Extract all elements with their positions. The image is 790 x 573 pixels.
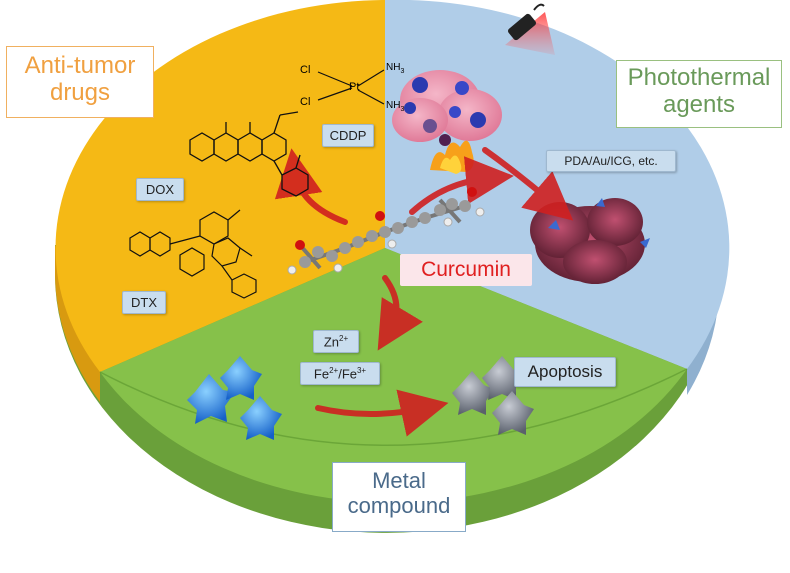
cisplatin-nh3-top: NH3: [386, 62, 404, 75]
docetaxel-structure: [129, 209, 257, 299]
tag-fe2-charge: 2+: [329, 366, 339, 375]
label-metal-line1: Metal: [372, 468, 426, 493]
cisplatin-pt: Pt: [349, 81, 360, 93]
cisplatin-sub-bottom: 3: [400, 106, 405, 113]
label-anti-tumor-line2: drugs: [49, 78, 111, 106]
tag-photothermal-agents-list: PDA/Au/ICG, etc.: [546, 150, 676, 172]
label-curcumin: Curcumin: [400, 254, 532, 286]
cisplatin-structure: [317, 69, 385, 105]
tag-dox: DOX: [136, 178, 184, 201]
tag-cddp: CDDP: [322, 124, 374, 147]
label-anti-tumor-drugs: Anti-tumor drugs: [6, 46, 154, 118]
tag-zn-charge: 2+: [339, 334, 349, 343]
tag-fe3-symbol: Fe: [341, 366, 357, 382]
arrow-icon: [274, 147, 574, 437]
cell-cluster-icon: [392, 70, 502, 146]
apoptotic-cell-icon: [452, 356, 534, 435]
label-metal-line2: compound: [347, 492, 451, 518]
cisplatin-sub-top: 3: [400, 68, 405, 75]
cisplatin-nh-top: NH: [386, 62, 401, 73]
cisplatin-nh3-bottom: NH3: [386, 100, 404, 113]
laser-pointer-icon: [505, 3, 555, 55]
cisplatin-nh-bottom: NH: [386, 100, 401, 111]
cisplatin-cl-bottom: Cl: [300, 96, 311, 108]
tag-fe3-charge: 3+: [356, 366, 367, 375]
tag-zn: Zn2+: [313, 330, 359, 354]
metal-rim: [99, 368, 688, 446]
tag-zn-symbol: Zn: [323, 334, 340, 350]
label-photothermal-line1: Photothermal: [627, 64, 771, 91]
label-photothermal-line2: agents: [662, 90, 736, 118]
cell-icon: [187, 356, 282, 440]
cisplatin-cl-top: Cl: [300, 64, 311, 76]
tag-fe-slash: /: [338, 366, 342, 382]
label-anti-tumor-line1: Anti-tumor: [24, 52, 136, 79]
tag-apoptosis: Apoptosis: [514, 357, 616, 387]
tag-dtx: DTX: [122, 291, 166, 314]
doxorubicin-structure: [189, 111, 309, 197]
molecule-icon: [287, 187, 485, 275]
label-metal-compound: Metal compound: [332, 462, 466, 532]
tag-fe2-symbol: Fe: [313, 366, 330, 382]
heat-flame-icon: [430, 140, 474, 174]
tag-fe: Fe2+/Fe3+: [300, 362, 380, 386]
label-photothermal-agents: Photothermal agents: [616, 60, 782, 128]
